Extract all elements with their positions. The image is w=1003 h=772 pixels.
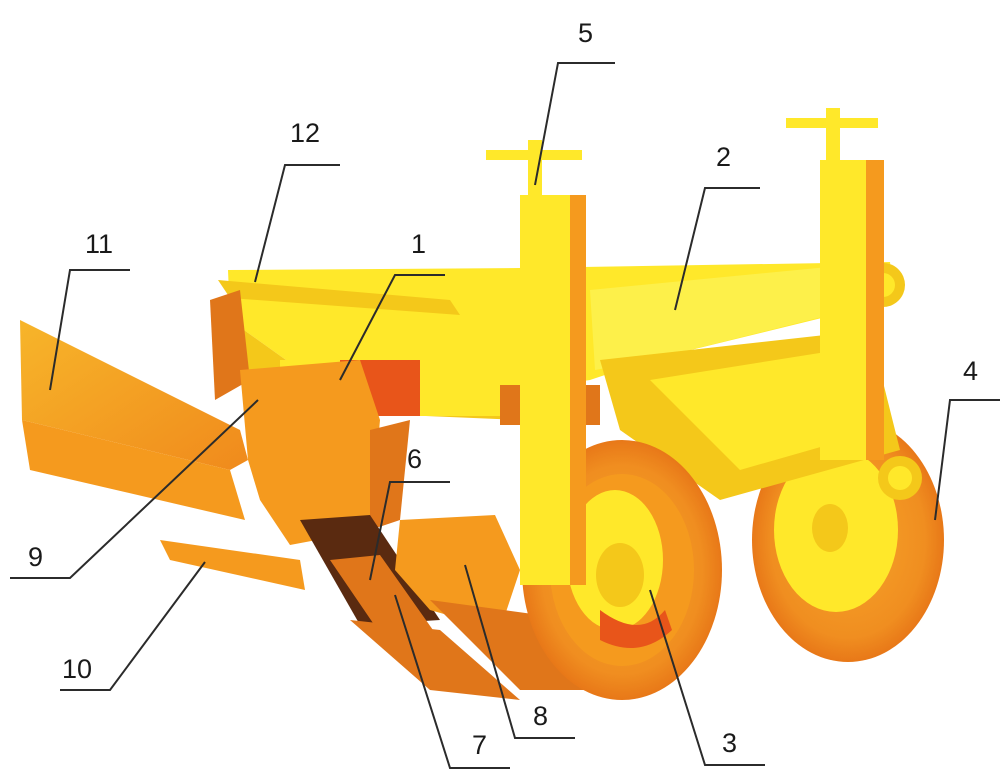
front-crank-stand xyxy=(486,140,586,585)
leader-9 xyxy=(10,399,259,579)
share-assembly xyxy=(160,515,600,700)
leader-lines xyxy=(10,62,1000,769)
callout-4: 4 xyxy=(963,356,978,386)
callout-3: 3 xyxy=(722,728,737,758)
callout-9: 9 xyxy=(28,542,43,572)
leader-10 xyxy=(60,561,206,691)
leader-3 xyxy=(649,589,765,766)
callout-5: 5 xyxy=(578,18,593,48)
callout-11: 11 xyxy=(85,229,113,259)
leader-12 xyxy=(254,164,340,283)
callout-10: 10 xyxy=(62,654,92,684)
rear-crank-stand xyxy=(786,108,884,460)
leader-4 xyxy=(934,399,1000,521)
leader-2 xyxy=(674,187,760,311)
leader-1 xyxy=(339,274,445,381)
leader-6 xyxy=(369,481,450,581)
leader-5 xyxy=(534,62,615,186)
callout-6: 6 xyxy=(407,444,422,474)
machine-illustration xyxy=(20,108,944,700)
callout-1: 1 xyxy=(411,229,426,259)
moldboard-assembly xyxy=(20,280,460,545)
callout-12: 12 xyxy=(290,118,320,148)
leader-11 xyxy=(49,269,130,391)
callout-labels: 1 2 3 4 5 6 7 8 9 10 11 12 xyxy=(28,18,978,760)
callout-8: 8 xyxy=(533,701,548,731)
leader-8 xyxy=(464,564,575,739)
leader-7 xyxy=(394,594,510,769)
callout-7: 7 xyxy=(472,730,487,760)
callout-2: 2 xyxy=(716,142,731,172)
